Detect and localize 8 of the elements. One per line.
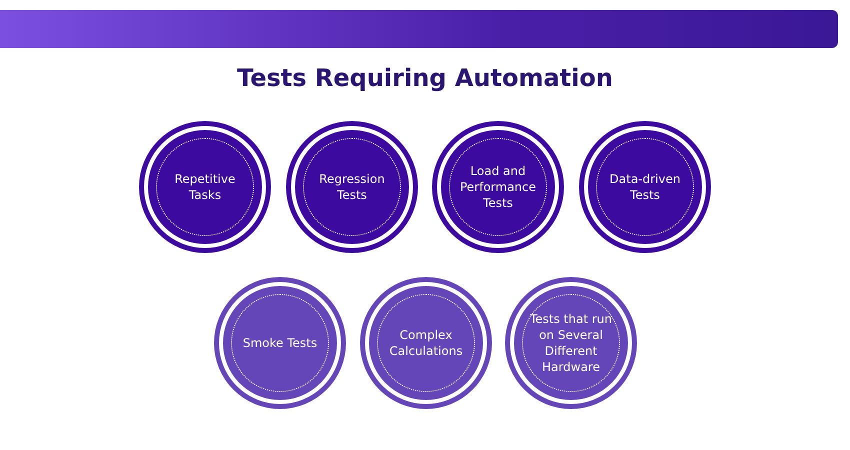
node-text: Tests that run on Several Different Hardware (528, 311, 614, 375)
node-text: Load and Performance Tests (458, 163, 538, 211)
node-text: Data-driven Tests (608, 171, 682, 203)
node-text: Regression Tests (318, 171, 386, 203)
node-text: Complex Calculations (388, 327, 464, 359)
title: Tests Requiring Automation (236, 64, 614, 92)
node-text: Repetitive Tasks (174, 171, 236, 203)
node-text: Smoke Tests (242, 335, 318, 351)
